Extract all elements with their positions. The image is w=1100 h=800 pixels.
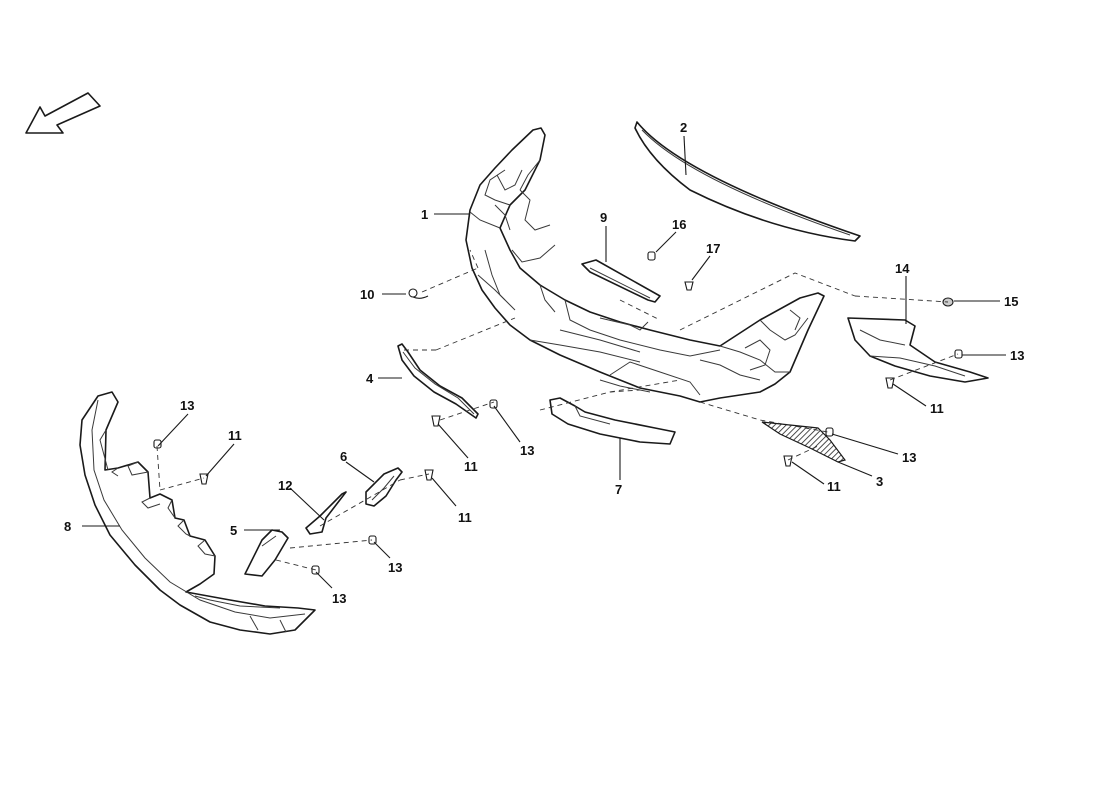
fastener-11-screw[interactable] (783, 455, 793, 467)
callout-11[interactable]: 11 (228, 428, 242, 443)
callout-5[interactable]: 5 (230, 523, 237, 538)
part-3-grille-mesh[interactable] (761, 421, 847, 463)
callout-13[interactable]: 13 (180, 398, 194, 413)
callout-11[interactable]: 11 (827, 479, 841, 494)
callout-9[interactable]: 9 (600, 210, 607, 225)
callout-14[interactable]: 14 (895, 261, 910, 276)
assembly-lines (156, 249, 959, 571)
part-9-bracket[interactable] (581, 259, 661, 303)
part-4-grille-strip[interactable] (397, 343, 479, 419)
part-2-lip-strip[interactable] (634, 121, 861, 242)
part-14-side-fairing[interactable] (847, 317, 989, 383)
callout-15[interactable]: 15 (1004, 294, 1018, 309)
fastener-11-screw[interactable] (885, 377, 895, 389)
part-7-lower-splitter[interactable] (549, 397, 676, 445)
callout-17[interactable]: 17 (706, 241, 720, 256)
callout-11[interactable]: 11 (464, 459, 478, 474)
callout-13[interactable]: 13 (902, 450, 916, 465)
callout-12[interactable]: 12 (278, 478, 292, 493)
fastener-17-screw[interactable] (684, 281, 694, 291)
part-12-trim-strip[interactable] (305, 491, 347, 535)
callout-1[interactable]: 1 (421, 207, 428, 222)
part-10-connector[interactable] (408, 288, 429, 299)
fastener-11-screw[interactable] (431, 415, 441, 427)
callout-13[interactable]: 13 (388, 560, 402, 575)
part-5-side-insert[interactable] (244, 529, 289, 577)
callout-13[interactable]: 13 (1010, 348, 1024, 363)
leader-lines (82, 135, 1006, 589)
callout-3[interactable]: 3 (876, 474, 883, 489)
callout-16[interactable]: 16 (672, 217, 686, 232)
callout-11[interactable]: 11 (930, 401, 944, 416)
callout-2[interactable]: 2 (680, 120, 687, 135)
part-8-front-spoiler[interactable] (79, 391, 316, 635)
fastener-13-clip[interactable] (489, 399, 498, 409)
fastener-11-screw[interactable] (424, 469, 434, 481)
fastener-16-clip[interactable] (647, 251, 656, 261)
part-1-bumper-body[interactable] (465, 127, 825, 403)
part-6-side-bracket[interactable] (365, 467, 403, 507)
callout-labels: 1 2 9 16 17 10 14 15 13 11 4 13 11 7 13 … (64, 120, 1024, 606)
callout-13[interactable]: 13 (332, 591, 346, 606)
callout-4[interactable]: 4 (366, 371, 374, 386)
callout-6[interactable]: 6 (340, 449, 347, 464)
fastener-13-clip[interactable] (954, 349, 963, 359)
direction-arrow-icon (25, 92, 101, 134)
callout-10[interactable]: 10 (360, 287, 374, 302)
callout-7[interactable]: 7 (615, 482, 622, 497)
fastener-11-screw[interactable] (199, 473, 209, 485)
fastener-group (153, 251, 963, 575)
callout-11[interactable]: 11 (458, 510, 472, 525)
callout-8[interactable]: 8 (64, 519, 71, 534)
callout-13[interactable]: 13 (520, 443, 534, 458)
